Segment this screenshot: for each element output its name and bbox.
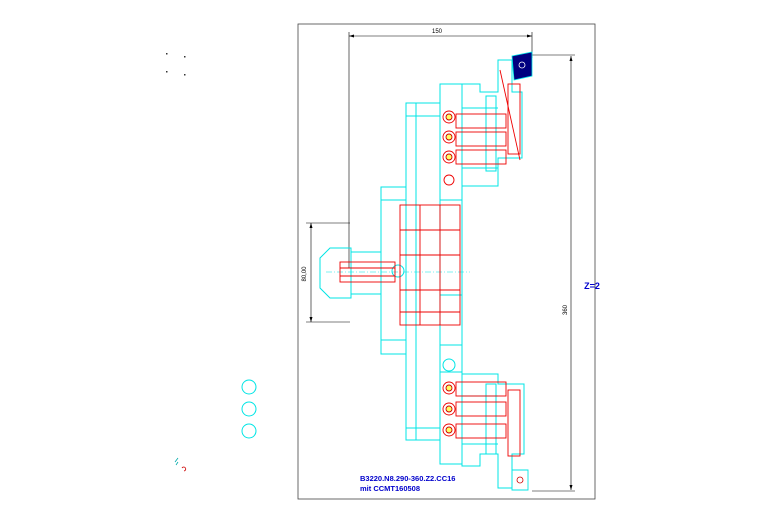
reference-circles [241, 379, 257, 439]
height-dimension: 360 [532, 54, 575, 492]
sheet-border [297, 23, 596, 500]
shank-dimension: 80,00 [302, 222, 350, 323]
shank-dimension-label: 80,00 [302, 266, 308, 282]
lower-insert [511, 469, 529, 491]
stray-glyphs [174, 457, 187, 472]
stray-marks [166, 53, 186, 76]
screw-heads [442, 110, 456, 437]
height-dimension-label: 360 [563, 304, 569, 315]
insert-spec: mit CCMT160508 [360, 484, 420, 493]
teeth-count-label: Z=2 [584, 281, 600, 291]
hidden-features [339, 69, 521, 457]
part-number: B3220.N8.290-360.Z2.CC16 [360, 474, 455, 483]
width-dimension-label: 150 [432, 29, 443, 35]
upper-insert [511, 51, 533, 81]
